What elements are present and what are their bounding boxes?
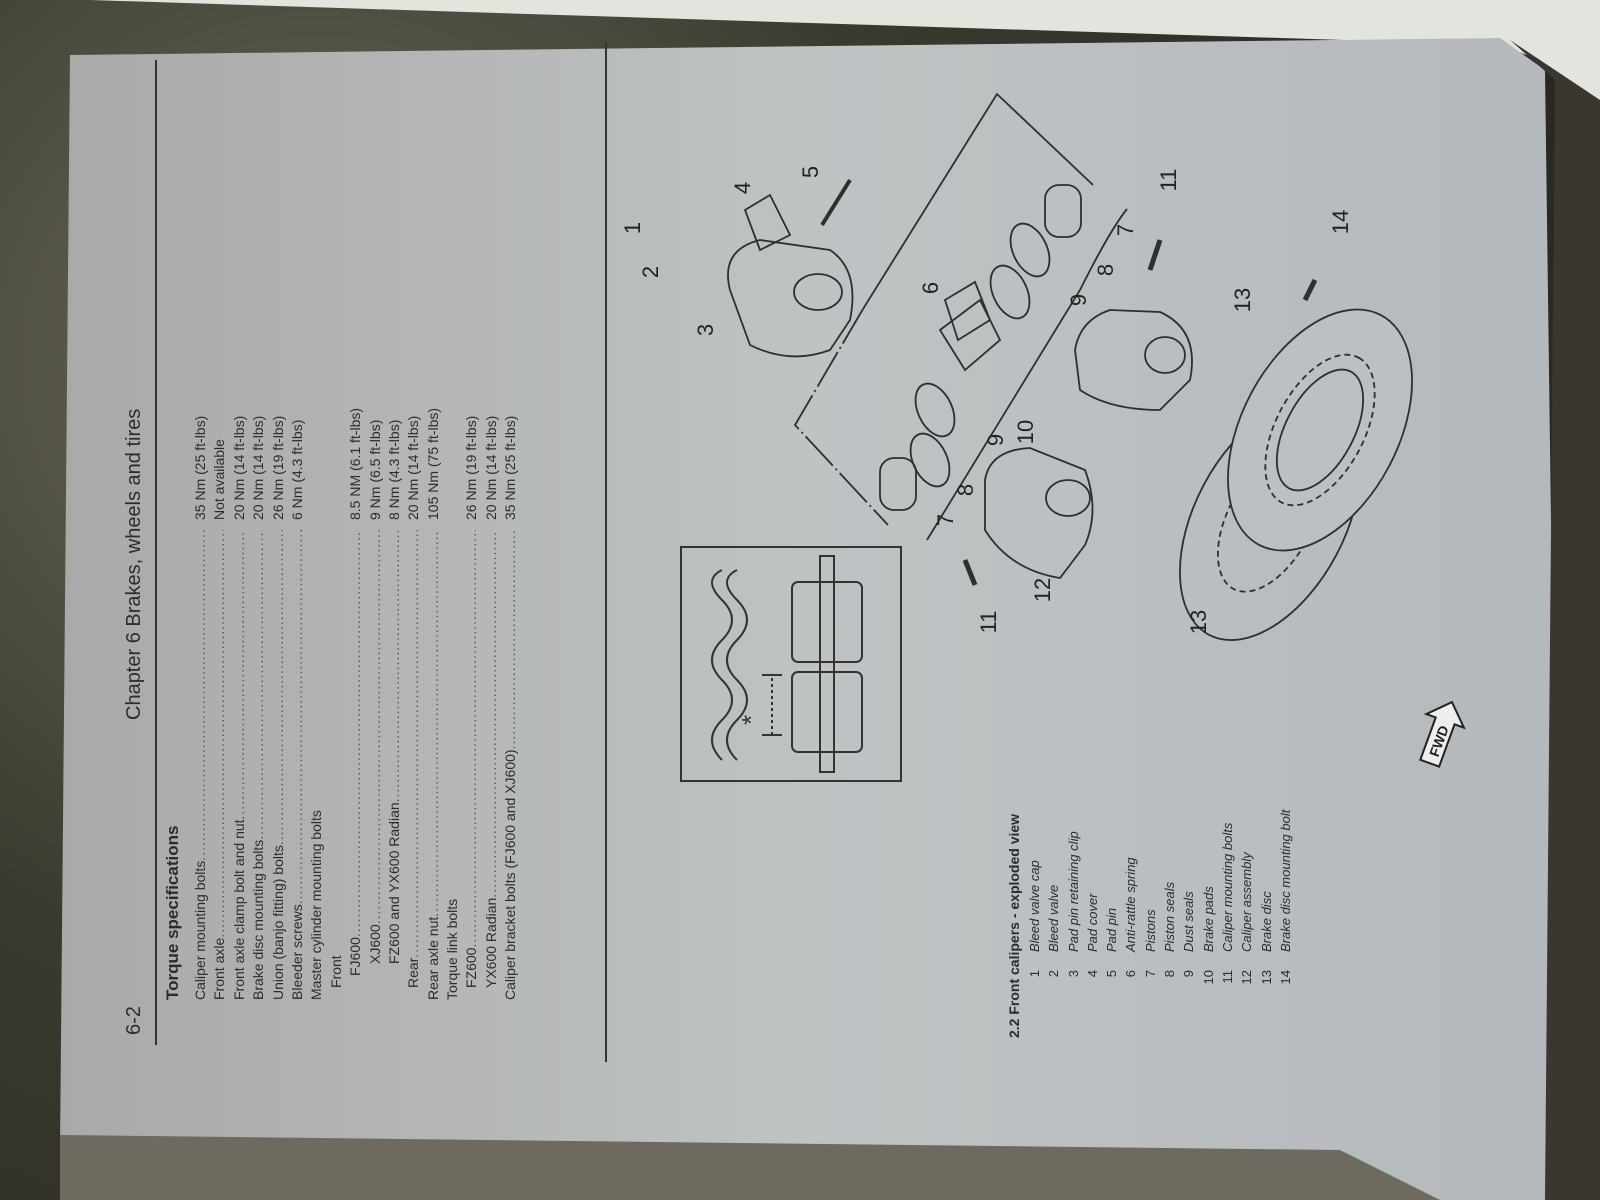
page-stack-edge [60, 1135, 1440, 1200]
mounting-bolt [1147, 239, 1163, 271]
caliper-assembly [727, 239, 854, 358]
rotated-page-content: 6-2 Chapter 6 Brakes, wheels and tires T… [60, 40, 1540, 1150]
caliper-assembly [1074, 309, 1193, 411]
page-gutter-shadow [1510, 40, 1600, 1200]
callout-number: 2 [638, 266, 663, 278]
callout-number: 7 [1113, 224, 1138, 236]
callout-number: 6 [918, 282, 943, 294]
brake-disc [1227, 308, 1413, 552]
callout-number: 11 [976, 611, 1001, 634]
brake-pad [938, 298, 1002, 372]
callout-number: 8 [953, 484, 978, 496]
pad-spring-insert: * [680, 546, 902, 782]
callout-number: 13 [1186, 610, 1211, 634]
callout-number: 9 [983, 434, 1008, 446]
bracket-line [793, 308, 889, 526]
piston [879, 457, 917, 511]
piston [1044, 184, 1082, 238]
callout-number: 12 [1030, 578, 1055, 602]
disc-bolt [1302, 278, 1318, 302]
caliper-assembly [984, 447, 1094, 579]
callout-number: 4 [730, 182, 755, 194]
callout-number: 1 [620, 222, 645, 234]
callout-number: 9 [1066, 294, 1091, 306]
callout-number: 3 [693, 324, 718, 336]
callout-number: 5 [798, 166, 823, 178]
mounting-bolt [962, 559, 978, 586]
book-page [60, 38, 1560, 1200]
callout-number: 10 [1013, 420, 1038, 444]
fwd-arrow-icon: FWD [1419, 700, 1466, 768]
callout-number: 13 [1230, 288, 1255, 312]
bracket-line [862, 92, 1094, 310]
callout-number: 8 [1093, 264, 1118, 276]
callout-number: 11 [1156, 169, 1181, 192]
pad-cover [743, 193, 792, 252]
callout-number: 7 [933, 514, 958, 526]
next-page-edge [90, 0, 1600, 110]
bracket-line [926, 208, 1128, 541]
insert-asterisk: * [736, 715, 766, 725]
callout-number: 14 [1328, 210, 1353, 234]
